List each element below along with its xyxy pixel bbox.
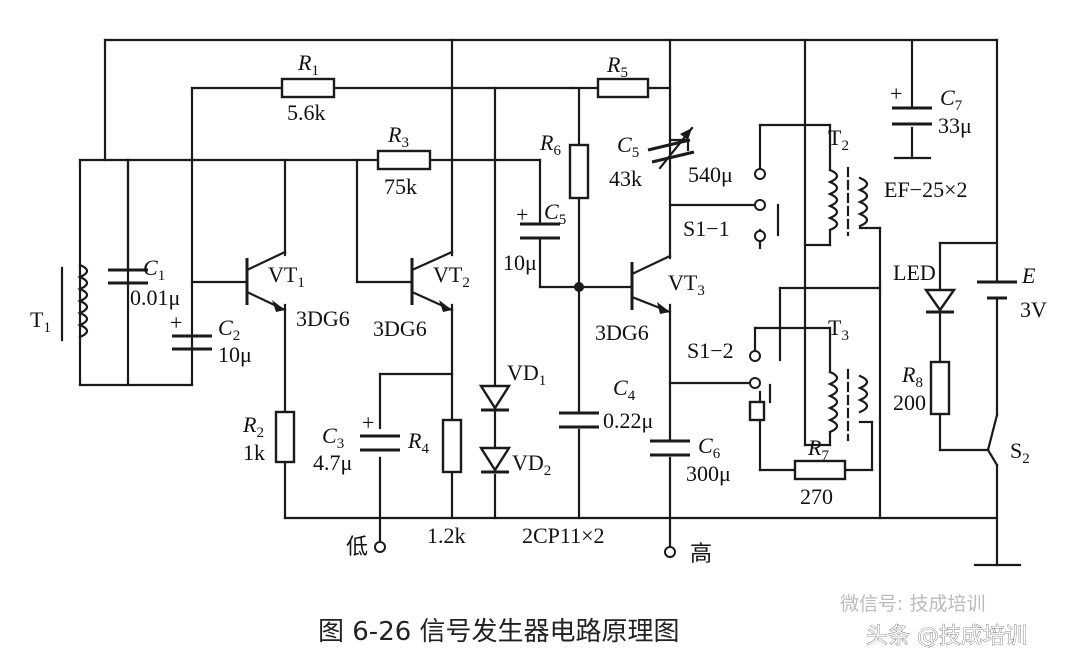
c6-value: 300μ [686,461,731,486]
r2-value: 1k [243,440,265,465]
r5-label: R5 [606,52,628,81]
r6-label: R6 [539,130,561,159]
junction-dot [574,282,584,292]
c6-label: C6 [698,433,721,462]
capacitor-c2 [172,334,212,351]
resistor-r2 [274,410,296,464]
s2-label: S2 [1010,438,1030,467]
r3-value: 75k [384,174,417,199]
vt1-type: 3DG6 [296,306,350,331]
c7-value: 33μ [938,113,972,138]
c4-label: C4 [613,375,636,404]
r8-value: 200 [893,390,926,415]
transistor-vt3 [630,254,672,314]
t2-label: T2 [828,125,849,154]
s1-2-label: S1−2 [687,338,734,363]
battery-e [977,280,1017,300]
c5b-label: C5 [617,132,639,161]
c1-value: 0.01μ [130,285,180,310]
switch-s1-2 [748,350,772,422]
transformer-t1 [60,263,89,342]
r4-label: R4 [407,428,429,457]
resistor-r7 [793,459,847,481]
c5b-value: 540μ [688,162,733,187]
r1-value: 5.6k [287,100,326,125]
c5a-label: C5 [544,199,566,228]
resistor-r3 [376,149,432,171]
c5a-value: 10μ [503,250,537,275]
transistor-vt1 [245,250,287,312]
resistor-r4 [441,418,463,474]
r4-value: 1.2k [427,523,466,548]
c3-label: C3 [322,423,344,452]
watermark-bottom: 头条 @技成培训 [866,624,1027,649]
led-indicator [923,288,957,314]
r6-value: 43k [609,166,642,191]
vt2-label: VT2 [433,262,470,291]
battery-value: 3V [1020,297,1047,322]
c2-value: 10μ [218,342,252,367]
low-label: 低 [346,534,368,559]
transformer-t3 [827,326,869,447]
r3-label: R3 [387,122,409,151]
c4-value: 0.22μ [603,408,653,433]
resistor-r8 [929,360,951,416]
transistor-vt2 [410,250,454,312]
c5a-plus: + [516,202,528,227]
vd-type: 2CP11×2 [522,523,605,548]
r2-label: R2 [242,412,264,441]
led-label: LED [893,260,936,285]
vt1-label: VT1 [268,262,305,291]
t1-label: T1 [30,307,51,336]
r7-value: 270 [800,484,833,509]
c7-plus: + [890,81,902,106]
switch-s2 [986,413,999,467]
resistor-r1 [280,77,336,99]
transformer-t2 [803,123,869,247]
s1-1-label: S1−1 [683,216,730,241]
capacitor-c5-trimmer [647,126,695,170]
wires [78,38,1022,567]
battery-label: E [1021,263,1036,288]
high-output-terminal [664,546,676,558]
capacitor-c3 [360,434,400,452]
vt3-type: 3DG6 [595,320,649,345]
resistor-r6 [568,143,590,200]
diode-vd1 [478,384,512,450]
core-label: EF−25×2 [884,177,968,202]
capacitor-c7 [892,106,932,126]
c1-label: C1 [143,255,165,284]
c2-plus: + [170,310,182,335]
watermark-top: 微信号: 技成培训 [840,593,985,615]
c2-label: C2 [218,315,240,344]
c3-value: 4.7μ [313,450,352,475]
high-label: 高 [690,541,712,566]
vt2-type: 3DG6 [373,316,427,341]
switch-s1-1 [754,168,780,242]
capacitor-c1 [108,158,148,285]
low-output-terminal [374,541,386,553]
vt3-label: VT3 [668,270,705,299]
r8-label: R8 [901,362,923,391]
r7-label: R7 [807,435,829,464]
diode-vd2 [478,446,512,474]
c7-label: C7 [940,85,963,114]
capacitor-c5-electrolytic [520,222,560,240]
vd1-label: VD1 [507,360,546,389]
resistor-r5 [596,77,650,99]
vd2-label: VD2 [512,450,551,479]
r1-label: R1 [297,50,319,79]
figure-caption: 图 6-26 信号发生器电路原理图 [318,617,680,647]
t3-label: T3 [828,315,849,344]
capacitor-c6 [650,439,690,457]
capacitor-c4 [559,411,599,429]
c3-plus: + [362,410,374,435]
